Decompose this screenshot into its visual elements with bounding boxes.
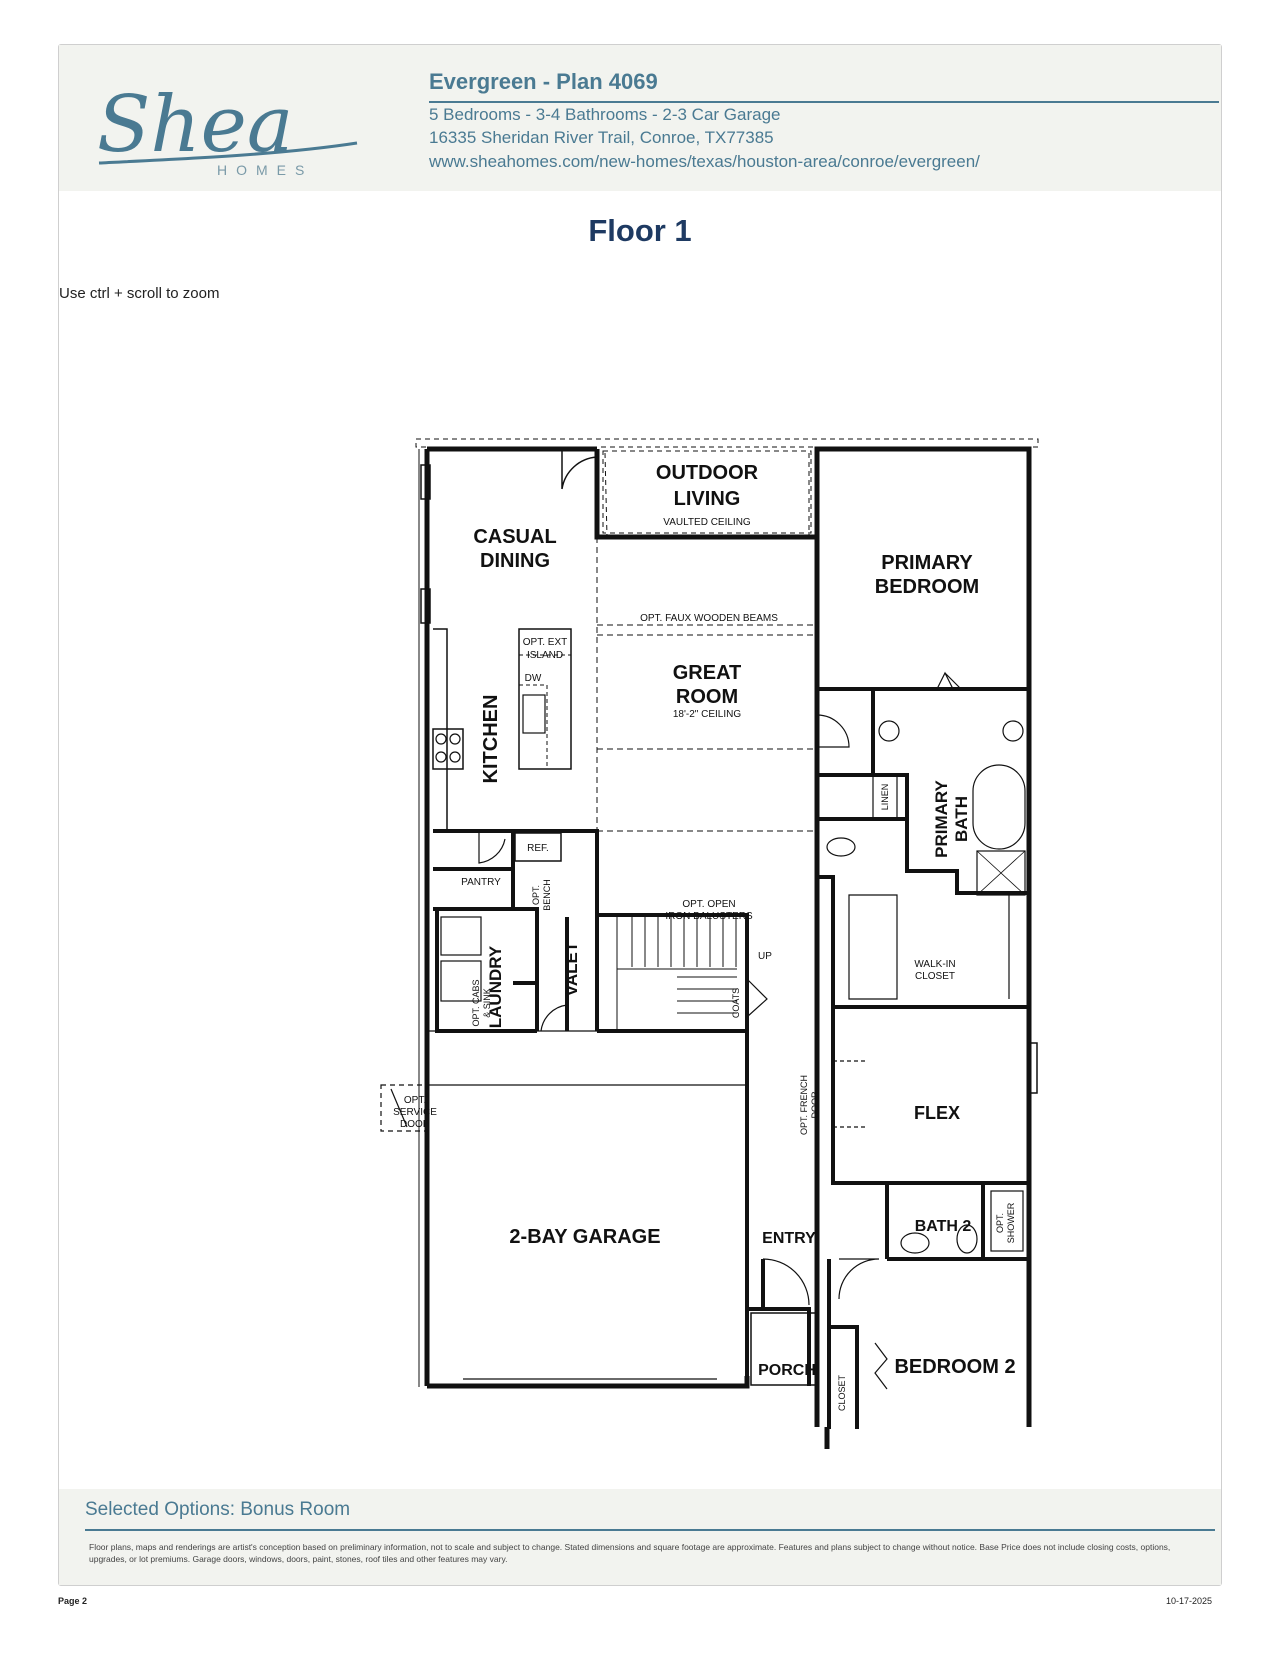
porch-outline — [750, 1312, 818, 1386]
label-great-room-1: GREAT — [673, 662, 742, 684]
label-ext-island-2: ISLAND — [527, 650, 563, 661]
zoom-hint: Use ctrl + scroll to zoom — [59, 285, 220, 302]
label-bedroom2: BEDROOM 2 — [894, 1356, 1015, 1378]
label-linen: LINEN — [880, 784, 890, 811]
disclaimer: Floor plans, maps and renderings are art… — [89, 1542, 1171, 1564]
header-divider — [429, 101, 1219, 103]
bathtub — [972, 764, 1026, 850]
label-bath2: BATH 2 — [915, 1218, 972, 1235]
community-url[interactable]: www.sheahomes.com/new-homes/texas/housto… — [429, 152, 980, 171]
header-band: Shea HOMES Evergreen - Plan 4069 5 Bedro… — [59, 45, 1221, 191]
label-walkin-1: WALK-IN — [914, 959, 955, 970]
plan-title: Evergreen - Plan 4069 — [429, 69, 658, 94]
label-pantry: PANTRY — [461, 877, 501, 888]
label-valet: VALET — [562, 941, 581, 996]
plan-specs: 5 Bedrooms - 3-4 Bathrooms - 2-3 Car Gar… — [429, 105, 781, 124]
label-kitchen: KITCHEN — [480, 695, 502, 784]
print-date: 10-17-2025 — [1166, 1596, 1213, 1606]
exterior-walls — [424, 446, 1032, 1449]
label-up: UP — [758, 951, 772, 962]
label-coats: COATS — [731, 988, 741, 1018]
label-primary-bath-1: PRIMARY — [932, 779, 951, 857]
label-flex: FLEX — [914, 1103, 960, 1123]
label-opt-bench-2: BENCH — [542, 879, 552, 911]
label-porch: PORCH — [758, 1362, 816, 1379]
kitchen-island — [518, 628, 572, 770]
label-french-door-1: OPT. FRENCH — [799, 1075, 809, 1135]
opt-service-door — [380, 1084, 428, 1132]
label-outdoor-living-2: LIVING — [674, 488, 741, 510]
label-garage: 2-BAY GARAGE — [509, 1226, 660, 1248]
label-ref: REF. — [527, 843, 549, 854]
label-ext-island-1: OPT. EXT — [523, 637, 567, 648]
shower — [976, 850, 1026, 896]
bath2-toilet — [956, 1224, 978, 1254]
footer-divider — [85, 1529, 1215, 1531]
label-great-room-ceiling: 18'-2" CEILING — [673, 709, 741, 720]
svg-text:Shea: Shea — [97, 80, 293, 170]
roof-outline — [415, 438, 1039, 448]
label-great-room-2: ROOM — [676, 686, 738, 708]
label-open-balusters-1: OPT. OPEN — [682, 899, 735, 910]
label-primary-bath-2: BATH — [952, 796, 971, 842]
dining-door — [561, 451, 598, 490]
label-outdoor-living-1: OUTDOOR — [656, 462, 759, 484]
label-casual-dining-1: CASUAL — [473, 526, 556, 548]
label-opt-shower-1: OPT. — [995, 1213, 1005, 1233]
label-opt-cabs-2: & SINK — [482, 988, 492, 1018]
label-open-balusters-2: IRON BALUSTERS — [665, 911, 753, 922]
label-laundry: LAUNDRY — [486, 945, 505, 1028]
kitchen-sink — [522, 694, 546, 734]
cooktop — [432, 728, 464, 770]
selected-options: Selected Options: Bonus Room — [85, 1499, 351, 1520]
label-entry: ENTRY — [762, 1230, 816, 1247]
label-casual-dining-2: DINING — [480, 550, 550, 572]
label-dw: DW — [525, 673, 542, 684]
svg-text:HOMES: HOMES — [217, 162, 313, 178]
footer-band: Selected Options: Bonus Room Floor plans… — [59, 1489, 1221, 1585]
toilet — [826, 837, 856, 857]
label-primary-bedroom-1: PRIMARY — [881, 552, 973, 574]
label-opt-bench-1: OPT. — [531, 885, 541, 905]
label-service-door-1: OPT. — [404, 1095, 426, 1106]
label-vaulted-ceiling: VAULTED CEILING — [663, 517, 751, 528]
window — [420, 464, 431, 500]
label-walkin-2: CLOSET — [915, 971, 955, 982]
label-opt-shower-2: SHOWER — [1006, 1202, 1016, 1243]
outdoor-living-outline — [602, 450, 812, 534]
brochure-sheet: Shea HOMES Evergreen - Plan 4069 5 Bedro… — [58, 44, 1222, 1586]
label-french-door-2: DOOR — [810, 1091, 820, 1119]
refrigerator — [514, 832, 562, 862]
bath2-sink — [900, 1232, 930, 1254]
label-primary-bedroom-2: BEDROOM — [875, 576, 979, 598]
label-faux-beams: OPT. FAUX WOODEN BEAMS — [640, 613, 778, 624]
label-service-door-2: SERVICE — [393, 1107, 437, 1118]
page-number: Page 2 — [58, 1596, 88, 1606]
community-address: 16335 Sheridan River Trail, Conroe, TX77… — [429, 128, 774, 147]
label-opt-cabs-1: OPT. CABS — [471, 979, 481, 1026]
label-closet: CLOSET — [837, 1374, 847, 1411]
linen-closet — [872, 774, 898, 820]
floor-plan[interactable]: OUTDOOR LIVING CASUAL DINING PRIMARY BED… — [377, 419, 1097, 1455]
window — [420, 588, 431, 624]
label-service-door-3: DOOR — [400, 1119, 430, 1130]
floor-title: Floor 1 — [588, 213, 692, 248]
shea-homes-logo: Shea HOMES — [97, 80, 358, 178]
